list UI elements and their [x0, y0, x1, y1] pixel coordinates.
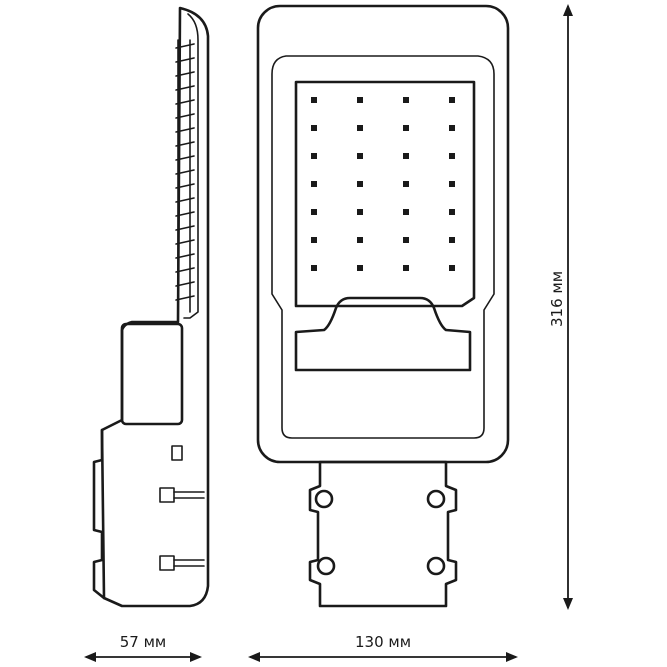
- led-chip: [311, 97, 317, 103]
- led-chip: [357, 237, 363, 243]
- mount-hole-icon: [314, 489, 334, 509]
- side-fins: [175, 39, 195, 321]
- mount-hole-icon: [426, 489, 446, 509]
- led-chip: [311, 153, 317, 159]
- side-mount-bracket: [92, 428, 106, 600]
- mount-hole-icon: [426, 556, 446, 576]
- led-chip: [357, 153, 363, 159]
- led-chip: [449, 237, 455, 243]
- led-chip: [357, 181, 363, 187]
- dimension-label-height: 316 мм: [548, 271, 566, 327]
- mount-hole-icon: [316, 556, 336, 576]
- led-chip: [311, 237, 317, 243]
- side-driver-box: [120, 322, 184, 426]
- led-chip: [357, 209, 363, 215]
- side-housing: [100, 6, 210, 608]
- led-chip: [449, 153, 455, 159]
- side-view: [92, 6, 210, 608]
- front-mount-plate: [308, 460, 458, 608]
- dimension-front-width: 130 мм: [248, 629, 518, 662]
- led-chip: [403, 125, 409, 131]
- dimension-label-front-width: 130 мм: [355, 633, 411, 651]
- led-chip: [403, 181, 409, 187]
- led-chip: [403, 153, 409, 159]
- led-chip: [311, 125, 317, 131]
- led-chip: [403, 265, 409, 271]
- led-chip: [403, 237, 409, 243]
- led-chip: [357, 97, 363, 103]
- front-lower-lens: [294, 296, 472, 372]
- led-chip: [311, 209, 317, 215]
- led-chip: [449, 125, 455, 131]
- led-chip: [403, 97, 409, 103]
- led-chip: [311, 181, 317, 187]
- led-chip: [357, 265, 363, 271]
- led-panel: [294, 80, 476, 308]
- led-chip: [311, 265, 317, 271]
- led-grid: [311, 97, 455, 271]
- front-inner-frame: [271, 55, 495, 439]
- side-bolts: [159, 445, 205, 571]
- led-chip: [449, 265, 455, 271]
- dimension-side-width: 57 мм: [84, 629, 202, 662]
- led-chip: [449, 209, 455, 215]
- led-chip: [449, 181, 455, 187]
- dimension-label-side-width: 57 мм: [120, 633, 167, 651]
- led-chip: [357, 125, 363, 131]
- led-chip: [403, 209, 409, 215]
- front-view: [256, 4, 510, 608]
- dimension-height: 316 мм: [546, 4, 573, 610]
- led-chip: [449, 97, 455, 103]
